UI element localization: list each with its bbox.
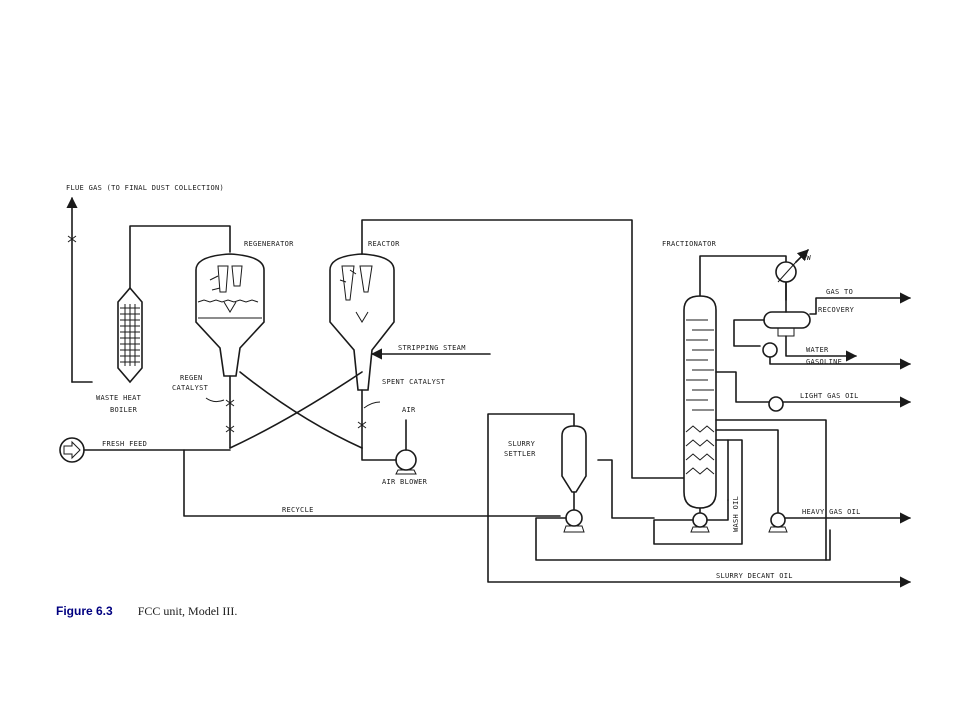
heavy-gas-oil-draw — [715, 429, 779, 515]
gas-to-recovery-line — [809, 292, 912, 315]
label-recovery: RECOVERY — [818, 306, 855, 314]
fresh-feed-inlet — [59, 437, 85, 463]
figure-caption: Figure 6.3 FCC unit, Model III. — [56, 604, 237, 619]
label-waste-heat: WASTE HEAT — [96, 394, 142, 402]
flue-gas-line — [66, 196, 93, 383]
diagram-labels: FLUE GAS (TO FINAL DUST COLLECTION) REGE… — [66, 184, 861, 580]
reflux-pump — [762, 342, 778, 358]
label-gas-to: GAS TO — [826, 288, 853, 296]
fractionator-column — [683, 295, 717, 509]
slurry-settler — [561, 425, 587, 493]
label-air-blower: AIR BLOWER — [382, 478, 428, 486]
label-stripping-steam: STRIPPING STEAM — [398, 344, 466, 352]
label-light-gas-oil: LIGHT GAS OIL — [800, 392, 859, 400]
gasoline-product-line — [769, 356, 912, 370]
label-settler: SETTLER — [504, 450, 536, 458]
light-gas-oil-pump — [768, 396, 784, 412]
reactor-vessel — [329, 253, 395, 391]
label-gasoline: GASOLINE — [806, 358, 842, 366]
spent-catalyst-transfer — [239, 371, 363, 449]
air-blower — [361, 419, 417, 475]
label-cw: CW — [802, 254, 812, 262]
label-regen: REGEN — [180, 374, 203, 382]
settler-overhead-line — [487, 413, 912, 588]
label-water: WATER — [806, 346, 829, 354]
regenerator-vessel — [195, 253, 265, 377]
slurry-return-line — [535, 517, 831, 561]
waste-heat-boiler — [117, 286, 143, 384]
label-recycle: RECYCLE — [282, 506, 314, 514]
label-heavy-gas-oil: HEAVY GAS OIL — [802, 508, 861, 516]
settler-inlet-line — [597, 459, 655, 519]
label-spent-catalyst: SPENT CATALYST — [382, 378, 446, 386]
heavy-gas-oil-pump — [768, 512, 788, 533]
label-fractionator: FRACTIONATOR — [662, 240, 717, 248]
reflux-drum — [763, 311, 811, 337]
figure-number: Figure 6.3 — [56, 604, 113, 618]
fractionator-overhead-line — [699, 255, 787, 301]
light-gas-oil-line — [715, 371, 771, 403]
slurry-pump — [563, 509, 585, 533]
label-regenerator: REGENERATOR — [244, 240, 294, 248]
water-drain-line — [785, 335, 858, 362]
label-slurry: SLURRY — [508, 440, 536, 448]
overhead-condenser — [775, 249, 809, 283]
boiler-to-regenerator-line — [129, 225, 231, 289]
reflux-line — [733, 319, 765, 347]
bottoms-pump — [690, 512, 710, 533]
label-flue-gas: FLUE GAS (TO FINAL DUST COLLECTION) — [66, 184, 224, 192]
bottoms-loop — [653, 439, 743, 545]
regen-slide-valve — [225, 399, 235, 433]
label-reactor: REACTOR — [368, 240, 400, 248]
label-wash-oil: WASH OIL — [732, 496, 740, 532]
label-boiler: BOILER — [110, 406, 138, 414]
reactor-overhead-line — [361, 219, 685, 479]
recycle-line — [183, 449, 561, 517]
label-slurry-decant-oil: SLURRY DECANT OIL — [716, 572, 793, 580]
label-catalyst: CATALYST — [172, 384, 209, 392]
figure-title: FCC unit, Model III. — [137, 604, 238, 618]
regen-catalyst-riser — [229, 371, 363, 449]
label-fresh-feed: FRESH FEED — [102, 440, 147, 448]
label-air: AIR — [402, 406, 416, 414]
fcc-process-diagram: FLUE GAS (TO FINAL DUST COLLECTION) REGE… — [59, 184, 912, 588]
